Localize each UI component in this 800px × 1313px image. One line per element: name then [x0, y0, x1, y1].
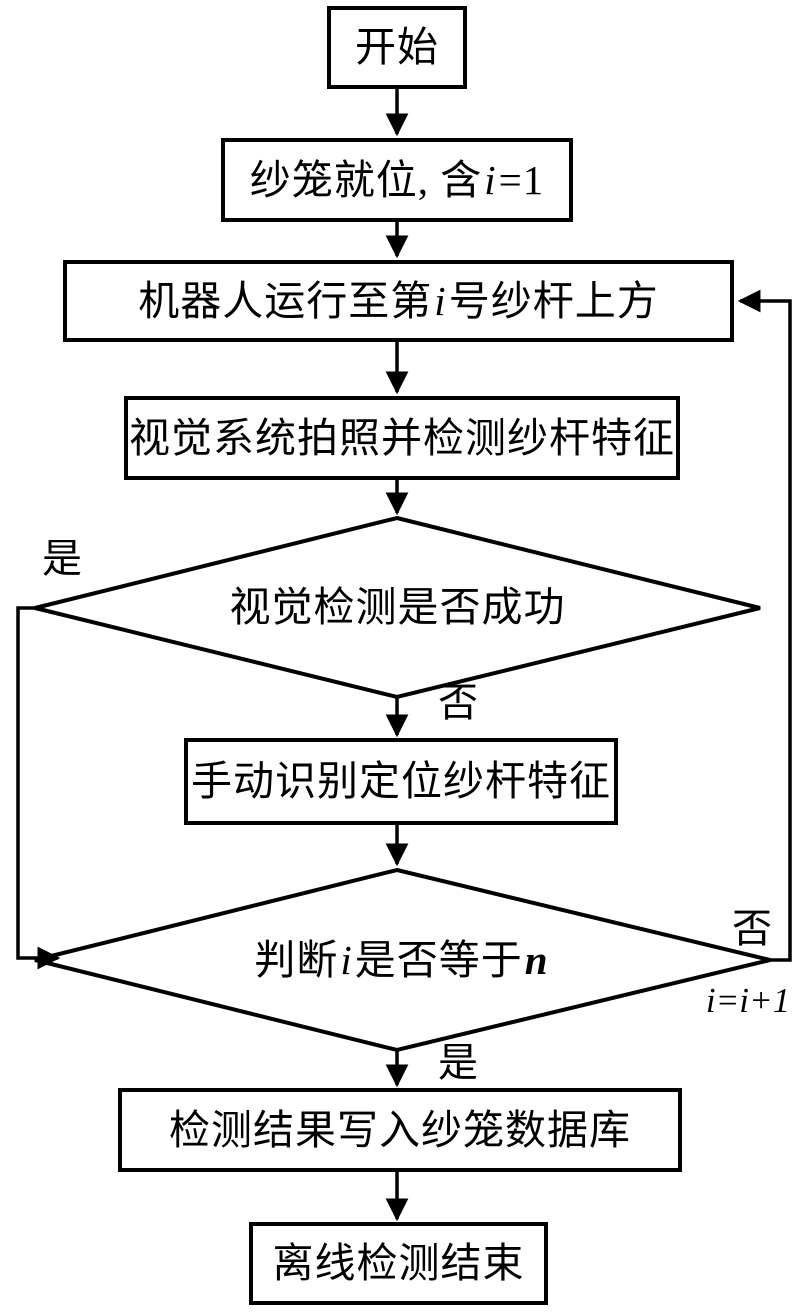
end-text: 离线检测结束 [272, 1240, 525, 1286]
edge-label-count-no-text: 否 [732, 906, 772, 951]
end-box [249, 1222, 548, 1305]
robot-move-var-i: i [434, 277, 447, 324]
edge-label-count-increment: i=i+1 [696, 980, 800, 1020]
write-db-label: 检测结果写入纱笼数据库 [120, 1090, 680, 1170]
vision-detect-label: 视觉系统拍照并检测纱杆特征 [126, 398, 678, 478]
cage-ready-box [221, 138, 573, 222]
start-label: 开始 [329, 8, 465, 87]
vision-detect-box [124, 396, 680, 480]
vision-detect-text: 视觉系统拍照并检测纱杆特征 [129, 414, 675, 461]
judge-count-var-i: i [340, 936, 353, 983]
edge-label-count-no: 否 [722, 906, 782, 952]
robot-move-text-pre: 机器人运行至第 [138, 277, 433, 324]
cage-ready-var-i: i [484, 156, 497, 203]
edge-label-vision-yes: 是 [32, 536, 92, 582]
manual-locate-box [184, 738, 618, 825]
edge-label-vision-yes-text: 是 [42, 536, 82, 581]
edge-vision-yes-loop [16, 606, 61, 970]
judge-count-var-n: n [524, 936, 549, 983]
edge-label-count-increment-text: i=i+1 [705, 980, 791, 1020]
edge-label-count-yes-text: 是 [438, 1040, 478, 1085]
edge-label-vision-no: 否 [428, 680, 488, 726]
manual-locate-text: 手动识别定位纱杆特征 [191, 758, 611, 804]
vision-success-label: 视觉检测是否成功 [35, 518, 760, 697]
edge-label-vision-no-text: 否 [438, 680, 478, 725]
manual-locate-label: 手动识别定位纱杆特征 [186, 740, 616, 823]
cage-ready-text-pre: 纱笼就位, 含 [249, 156, 483, 203]
edge-count-no-loop [737, 289, 792, 962]
write-db-box [118, 1088, 682, 1172]
cage-ready-text-post: =1 [498, 156, 545, 203]
end-label: 离线检测结束 [251, 1224, 546, 1303]
edge-label-count-yes: 是 [428, 1040, 488, 1086]
write-db-text: 检测结果写入纱笼数据库 [169, 1106, 631, 1153]
judge-count-text-pre: 判断 [254, 936, 339, 983]
robot-move-text-post: 号纱杆上方 [448, 277, 659, 324]
vision-success-text: 视觉检测是否成功 [229, 584, 566, 630]
judge-count-text-mid: 是否等于 [354, 936, 523, 983]
start-text: 开始 [355, 24, 439, 70]
